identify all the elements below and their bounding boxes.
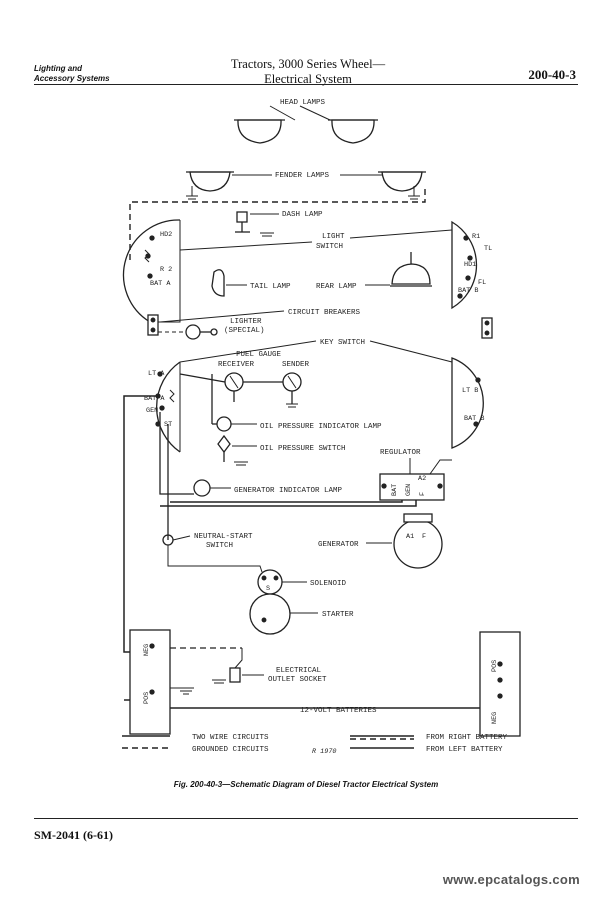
terminal-key-bat-a: BAT A	[144, 395, 165, 403]
page-number: 200-40-3	[528, 67, 576, 82]
legend-from-right: FROM RIGHT BATTERY	[426, 734, 508, 742]
generator-a1: A1	[406, 533, 414, 541]
generator-label: GENERATOR	[318, 541, 359, 549]
section-label: Lighting and Accessory Systems	[34, 64, 110, 84]
fuel-receiver-label: RECEIVER	[218, 361, 255, 369]
legend-from-left: FROM LEFT BATTERY	[426, 746, 503, 754]
page-title-line2: Electrical System	[264, 72, 352, 86]
terminal-tl: TL	[484, 245, 492, 253]
battery-left-neg: NEG	[143, 644, 151, 656]
figure-reference: R 1970	[312, 748, 336, 756]
fuel-gauge-label: FUEL GAUGE	[236, 351, 282, 359]
outlet-label-2: OUTLET SOCKET	[268, 676, 327, 684]
head-lamp-left	[234, 119, 285, 144]
key-switch-left	[155, 361, 181, 453]
key-switch-right	[451, 357, 484, 449]
footer-code: SM-2041 (6-61)	[34, 828, 113, 842]
regulator-a2: A2	[418, 475, 426, 483]
neutral-start-label-2: SWITCH	[206, 542, 233, 550]
ground-symbol	[186, 186, 420, 200]
solenoid-label: SOLENOID	[310, 580, 347, 588]
regulator	[379, 473, 445, 501]
regulator-f: F	[419, 492, 427, 496]
watermark: www.epcatalogs.com	[442, 872, 580, 887]
oil-pressure-lamp	[216, 416, 232, 432]
light-switch-label-1: LIGHT	[322, 233, 345, 241]
circuit-breaker-right	[481, 317, 493, 339]
section-label-line2: Accessory Systems	[34, 74, 110, 83]
terminal-key-bat-b: BAT B	[464, 415, 484, 423]
terminal-fl: FL	[478, 279, 486, 287]
terminal-gen: GEN	[146, 407, 158, 415]
page-title: Tractors, 3000 Series Wheel— Electrical …	[208, 57, 408, 87]
circuit-breakers-label: CIRCUIT BREAKERS	[288, 309, 361, 317]
head-lamp-right	[328, 119, 378, 144]
terminal-bat-b: BAT B	[458, 287, 478, 295]
terminal-r2: R 2	[160, 266, 172, 274]
outlet-label-1: ELECTRICAL	[276, 667, 322, 675]
lighter	[185, 324, 218, 340]
oil-pressure-lamp-label: OIL PRESSURE INDICATOR LAMP	[260, 423, 382, 431]
generator-lamp-label: GENERATOR INDICATOR LAMP	[234, 487, 343, 495]
lighter-label-2: (SPECIAL)	[224, 327, 265, 335]
fuel-sender-label: SENDER	[282, 361, 310, 369]
light-switch-right	[451, 220, 478, 310]
generator	[393, 513, 443, 569]
generator-indicator-lamp	[193, 479, 211, 497]
fuel-gauge-sender	[282, 372, 302, 408]
terminal-hd1: HD1	[464, 261, 476, 269]
battery-right-neg: NEG	[491, 712, 499, 724]
lighter-label-1: LIGHTER	[230, 318, 262, 326]
header-rule	[34, 84, 578, 85]
tail-lamp-label: TAIL LAMP	[250, 283, 291, 291]
legend	[122, 735, 414, 749]
regulator-bat: BAT	[391, 484, 399, 496]
starter-label: STARTER	[322, 611, 354, 619]
terminal-lt-a: LT A	[148, 370, 165, 378]
rear-lamp-label: REAR LAMP	[316, 283, 357, 291]
regulator-label: REGULATOR	[380, 449, 421, 457]
circuit-breaker-left	[147, 314, 159, 336]
rear-lamp	[390, 252, 432, 287]
legend-two-wire: TWO WIRE CIRCUITS	[192, 734, 269, 742]
terminal-r1: R1	[472, 233, 480, 241]
dash-lamp-label: DASH LAMP	[282, 211, 323, 219]
tail-lamp	[211, 269, 225, 297]
terminal-lt-b: LT B	[462, 387, 478, 395]
batteries-label: 12-VOLT BATTERIES	[300, 707, 377, 715]
battery-left-pos: POS	[143, 692, 151, 704]
oil-pressure-switch	[217, 434, 248, 466]
head-lamps-label: HEAD LAMPS	[280, 99, 326, 107]
terminal-hd2: HD2	[160, 231, 172, 239]
starter	[249, 593, 291, 635]
fender-lamps-label: FENDER LAMPS	[275, 172, 330, 180]
regulator-gen: GEN	[405, 484, 413, 496]
page-title-line1: Tractors, 3000 Series Wheel—	[230, 57, 386, 71]
battery-right-pos: POS	[491, 660, 499, 672]
key-switch-label: KEY SWITCH	[320, 339, 365, 347]
battery-right	[479, 631, 521, 737]
dash-lamp	[235, 211, 250, 233]
generator-f: F	[422, 533, 426, 541]
light-switch-label-2: SWITCH	[316, 243, 343, 251]
fender-lamp-left	[186, 171, 234, 192]
electrical-outlet-socket	[212, 648, 243, 684]
neutral-start-label-1: NEUTRAL-START	[194, 533, 253, 541]
oil-pressure-switch-label: OIL PRESSURE SWITCH	[260, 445, 346, 453]
fuel-gauge-receiver	[224, 372, 244, 402]
terminal-bat-a: BAT A	[150, 280, 171, 288]
figure-caption: Fig. 200-40-3—Schematic Diagram of Diese…	[173, 780, 439, 789]
battery-left	[129, 629, 171, 735]
section-label-line1: Lighting and	[34, 64, 82, 73]
fender-lamp-right	[378, 171, 426, 192]
footer-rule	[34, 818, 578, 819]
solenoid-s: S	[266, 585, 270, 593]
legend-grounded: GROUNDED CIRCUITS	[192, 746, 269, 754]
